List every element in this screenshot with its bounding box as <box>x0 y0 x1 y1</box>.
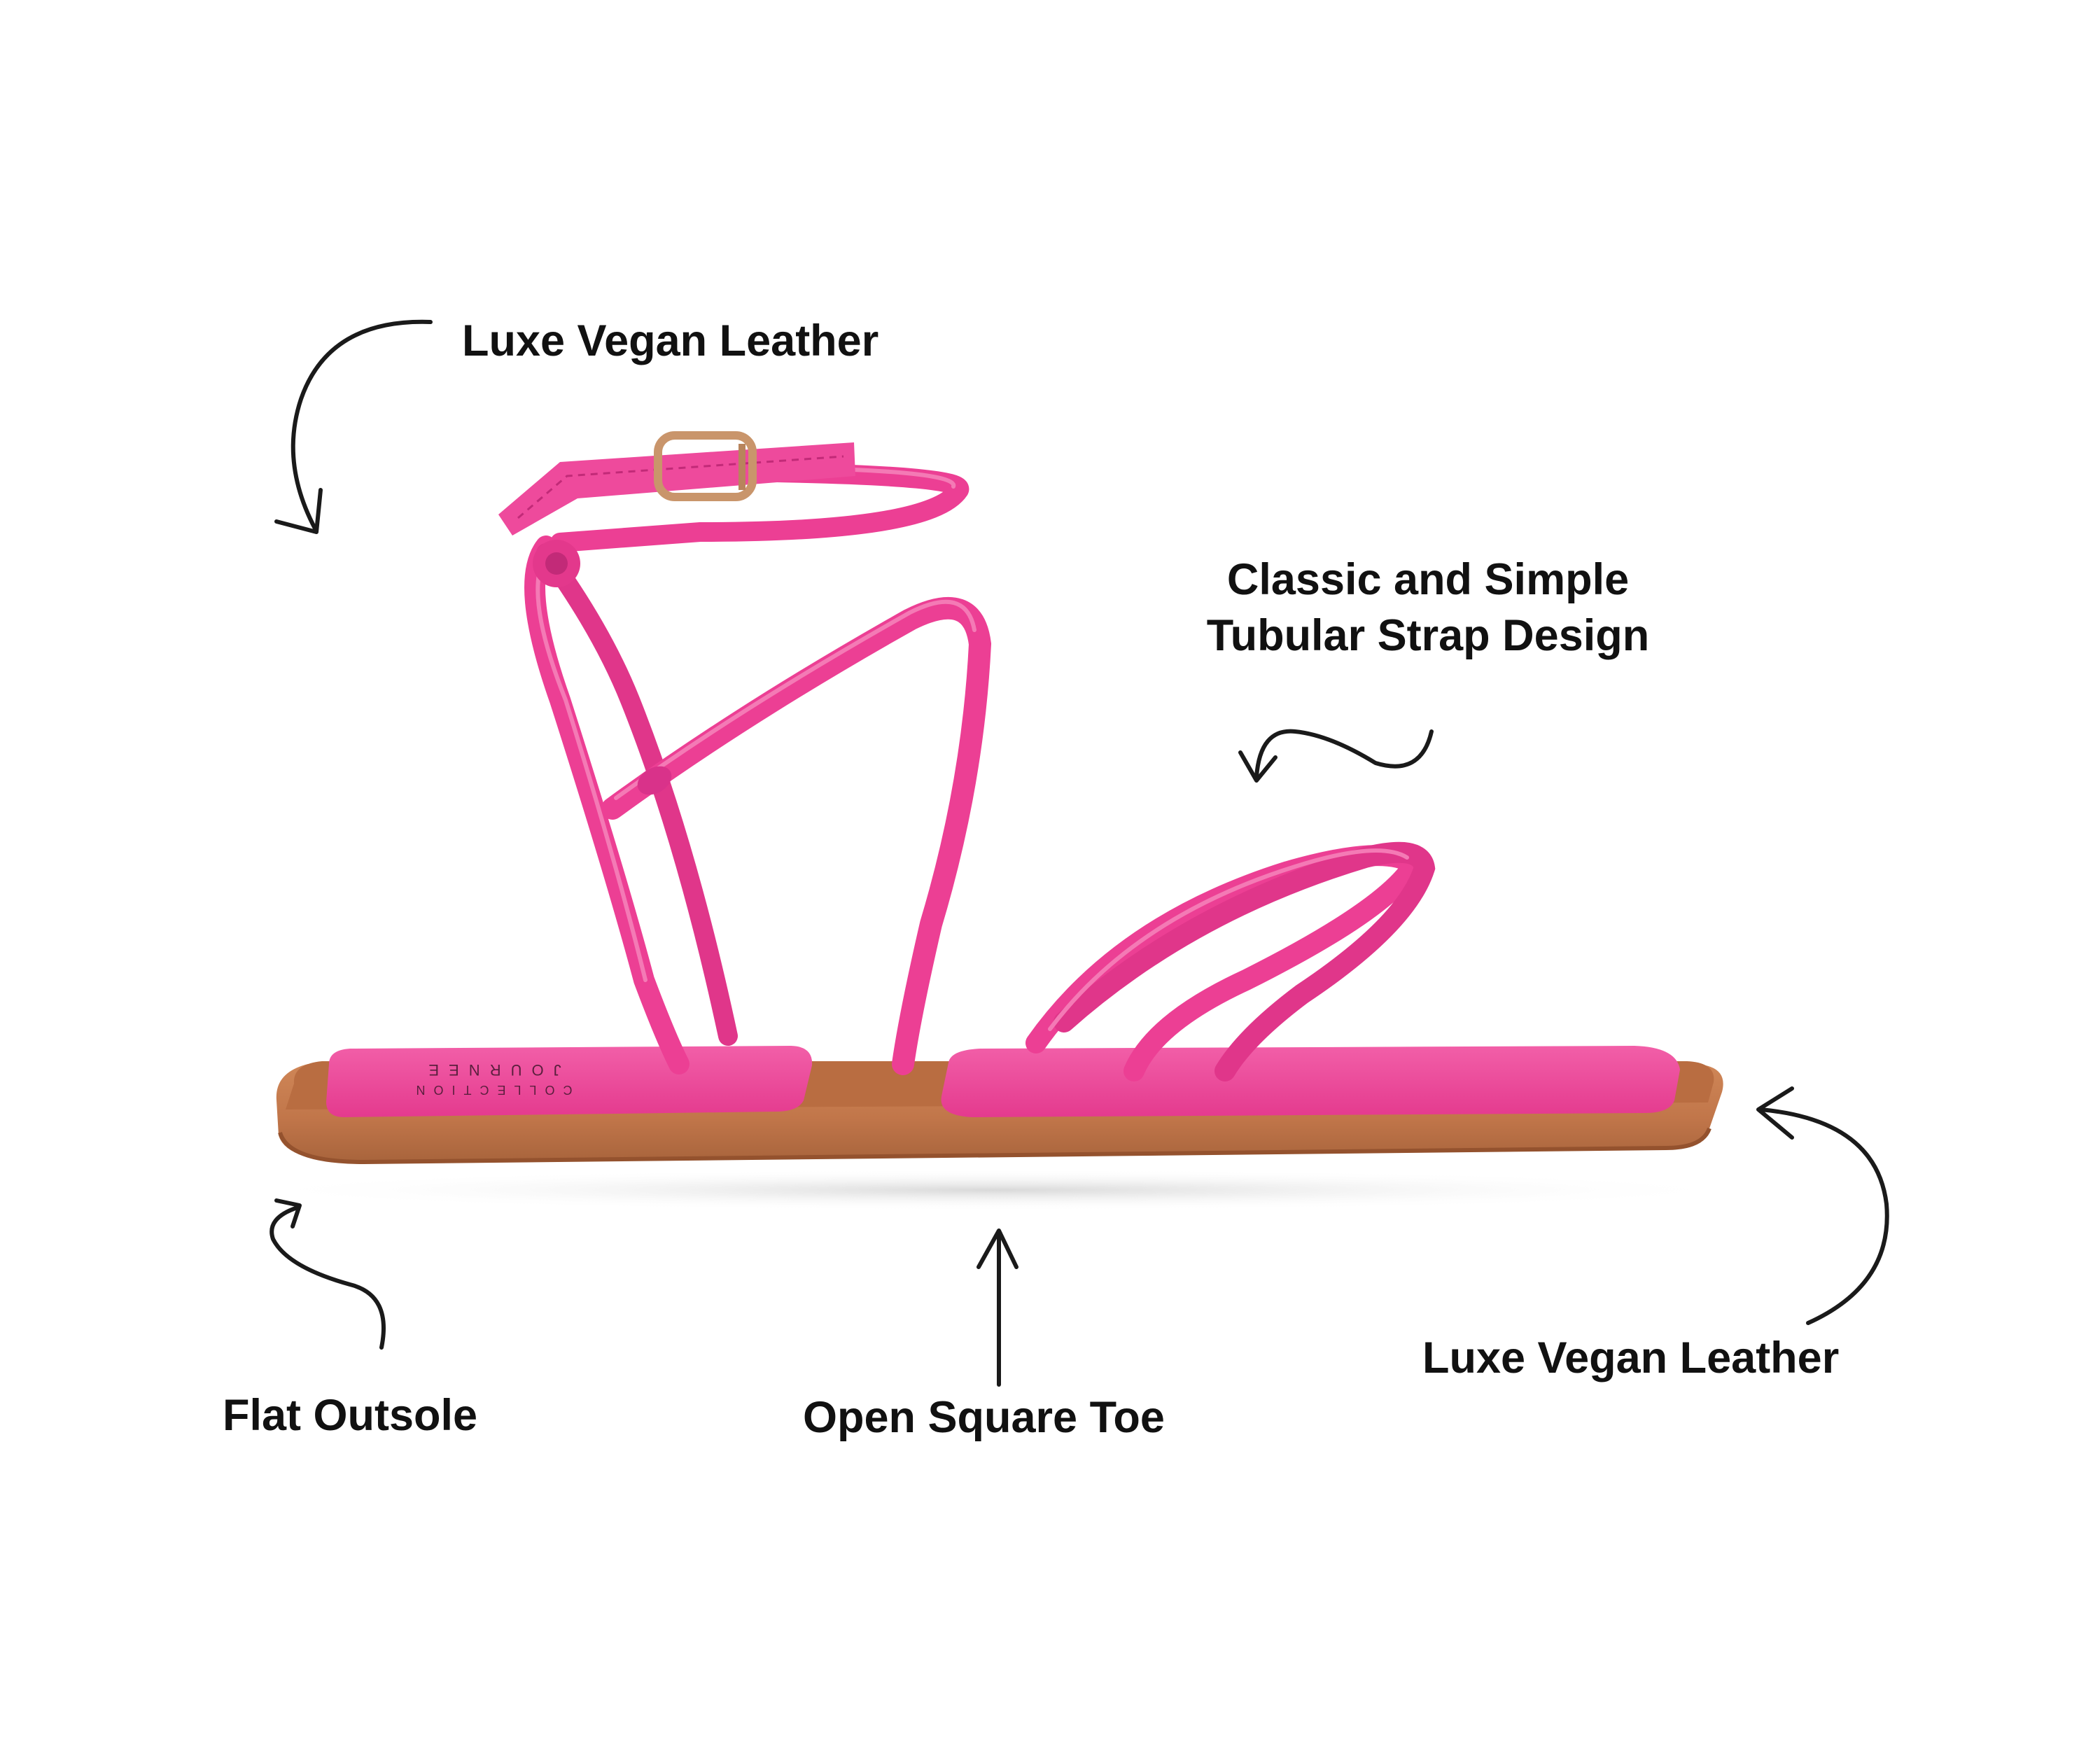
callout-bottom-center: Open Square Toe <box>803 1393 1165 1442</box>
gold-buckle-icon <box>654 431 757 501</box>
ankle-strap-loop <box>550 463 969 552</box>
callout-bottom-right: Luxe Vegan Leather <box>1422 1334 1840 1382</box>
toe-footbed-pad <box>941 1046 1680 1117</box>
ankle-tubular-strap-back <box>536 543 738 1046</box>
curved-arrow-down-icon <box>274 319 433 534</box>
outsole-edge <box>278 1127 1712 1165</box>
toe-strap-highlight <box>1048 848 1409 1031</box>
straight-arrow-up-icon <box>976 1228 1018 1387</box>
callout-top-right-line2: Tubular Strap Design <box>1206 611 1650 660</box>
curved-arrow-up-left-icon <box>1756 1086 1889 1325</box>
heel-footbed-pad <box>326 1046 813 1117</box>
sandal: JOURNEE COLLECTION <box>276 431 1723 1165</box>
callout-top-left: Luxe Vegan Leather <box>462 316 879 365</box>
ground-shadow <box>238 1169 1750 1211</box>
callout-bottom-left: Flat Outsole <box>223 1391 478 1440</box>
buckle-strap <box>498 442 855 536</box>
strap-knot-inner <box>545 552 568 575</box>
curved-arrow-up-icon <box>270 1198 386 1350</box>
callout-top-right-line1: Classic and Simple <box>1226 555 1630 604</box>
toe-tubular-strap-right <box>1054 841 1436 1082</box>
buckle-strap-stitching <box>517 455 844 519</box>
callout-top-right: Classic and Simple Tubular Strap Design <box>1183 552 1673 664</box>
callout-arrows <box>270 319 1889 1387</box>
strap-connector <box>637 766 672 795</box>
footbed-brand-line1: JOURNEE <box>419 1061 561 1079</box>
ankle-strap-highlight <box>536 572 648 982</box>
footbed-brand-line2: COLLECTION <box>407 1083 572 1097</box>
wavy-arrow-left-icon <box>1238 729 1434 783</box>
diagonal-tubular-strap <box>601 596 992 1075</box>
ankle-tubular-strap-front <box>524 536 690 1074</box>
diagonal-strap-highlight <box>614 599 976 800</box>
